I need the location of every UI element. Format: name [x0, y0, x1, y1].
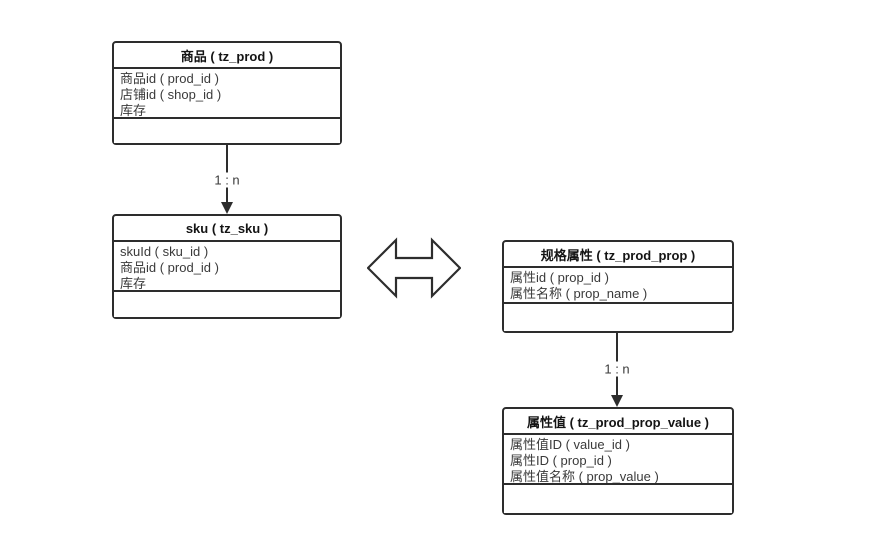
- field-row: 库存: [120, 276, 147, 291]
- entity-table-sku: sku ( tz_sku ) skuId ( sku_id ) 商品id ( p…: [112, 214, 342, 319]
- entity-title-sku: sku ( tz_sku ): [114, 216, 340, 242]
- field-row: 属性值名称 ( prop_value ): [510, 469, 659, 484]
- arrowhead-down-icon: [611, 395, 623, 407]
- field-row: 属性ID ( prop_id ): [510, 453, 612, 468]
- entity-footer: [504, 304, 732, 331]
- field-row: 属性值ID ( value_id ): [510, 437, 630, 452]
- entity-table-prod-prop: 规格属性 ( tz_prod_prop ) 属性id ( prop_id ) 属…: [502, 240, 734, 333]
- field-row: 属性名称 ( prop_name ): [510, 286, 648, 301]
- field-row: 库存: [120, 103, 147, 118]
- field-row: 商品id ( prod_id ): [120, 71, 219, 86]
- field-row: skuId ( sku_id ): [120, 244, 209, 259]
- field-row: 商品id ( prod_id ): [120, 260, 219, 275]
- field-row: 店铺id ( shop_id ): [120, 87, 222, 102]
- entity-footer: [504, 485, 732, 513]
- entity-table-prod-prop-value: 属性值 ( tz_prod_prop_value ) 属性值ID ( value…: [502, 407, 734, 515]
- entity-footer: [114, 292, 340, 317]
- entity-fields-prod-prop: 属性id ( prop_id ) 属性名称 ( prop_name ): [504, 268, 732, 304]
- connector-label-prop-value: 1 : n: [600, 361, 634, 377]
- entity-title-prod-prop-value: 属性值 ( tz_prod_prop_value ): [504, 409, 732, 435]
- entity-fields-sku: skuId ( sku_id ) 商品id ( prod_id ) 库存: [114, 242, 340, 292]
- entity-fields-prod: 商品id ( prod_id ) 店铺id ( shop_id ) 库存: [114, 69, 340, 119]
- arrowhead-down-icon: [221, 202, 233, 214]
- double-arrow-icon: [367, 237, 461, 299]
- entity-table-prod: 商品 ( tz_prod ) 商品id ( prod_id ) 店铺id ( s…: [112, 41, 342, 145]
- entity-title-prod: 商品 ( tz_prod ): [114, 43, 340, 69]
- entity-fields-prod-prop-value: 属性值ID ( value_id ) 属性ID ( prop_id ) 属性值名…: [504, 435, 732, 485]
- connector-label-prod-sku: 1 : n: [210, 172, 244, 188]
- field-row: 属性id ( prop_id ): [510, 270, 609, 285]
- entity-footer: [114, 119, 340, 143]
- entity-title-prod-prop: 规格属性 ( tz_prod_prop ): [504, 242, 732, 268]
